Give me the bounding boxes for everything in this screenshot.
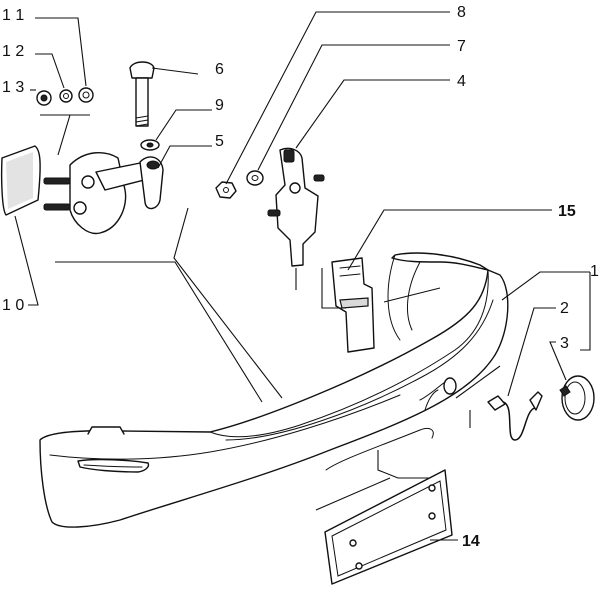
washer-nut-set [36,87,94,106]
callout-14: 14 [462,533,480,550]
callout-7: 7 [457,38,466,55]
side-bracket-part [267,147,325,267]
callout-1: 1 [590,263,599,280]
callout-6: 6 [215,61,224,78]
license-plate-part [324,469,453,585]
washer-7-part [246,170,264,186]
callout-3: 3 [560,335,569,352]
callout-10: 1 0 [2,297,24,314]
bumper-part [39,252,509,528]
leader-lines [14,11,591,541]
nut-8-part [215,181,237,199]
cap-part [559,375,595,421]
foam-pad-part [0,145,41,216]
callout-labels: 1 1 1 2 1 3 1 0 6 9 5 8 7 4 15 1 2 3 14 [2,4,599,550]
mount-bracket-part [43,152,164,235]
clip-15-part [331,257,375,353]
callout-2: 2 [560,300,569,317]
callout-5: 5 [215,133,224,150]
callout-15: 15 [558,203,576,220]
callout-11: 1 1 [2,7,24,24]
cable-part [487,391,543,441]
bolt-part [129,61,155,127]
callout-8: 8 [457,4,466,21]
callout-9: 9 [215,97,224,114]
callout-4: 4 [457,73,466,90]
callout-12: 1 2 [2,43,24,60]
callout-13: 1 3 [2,79,24,96]
